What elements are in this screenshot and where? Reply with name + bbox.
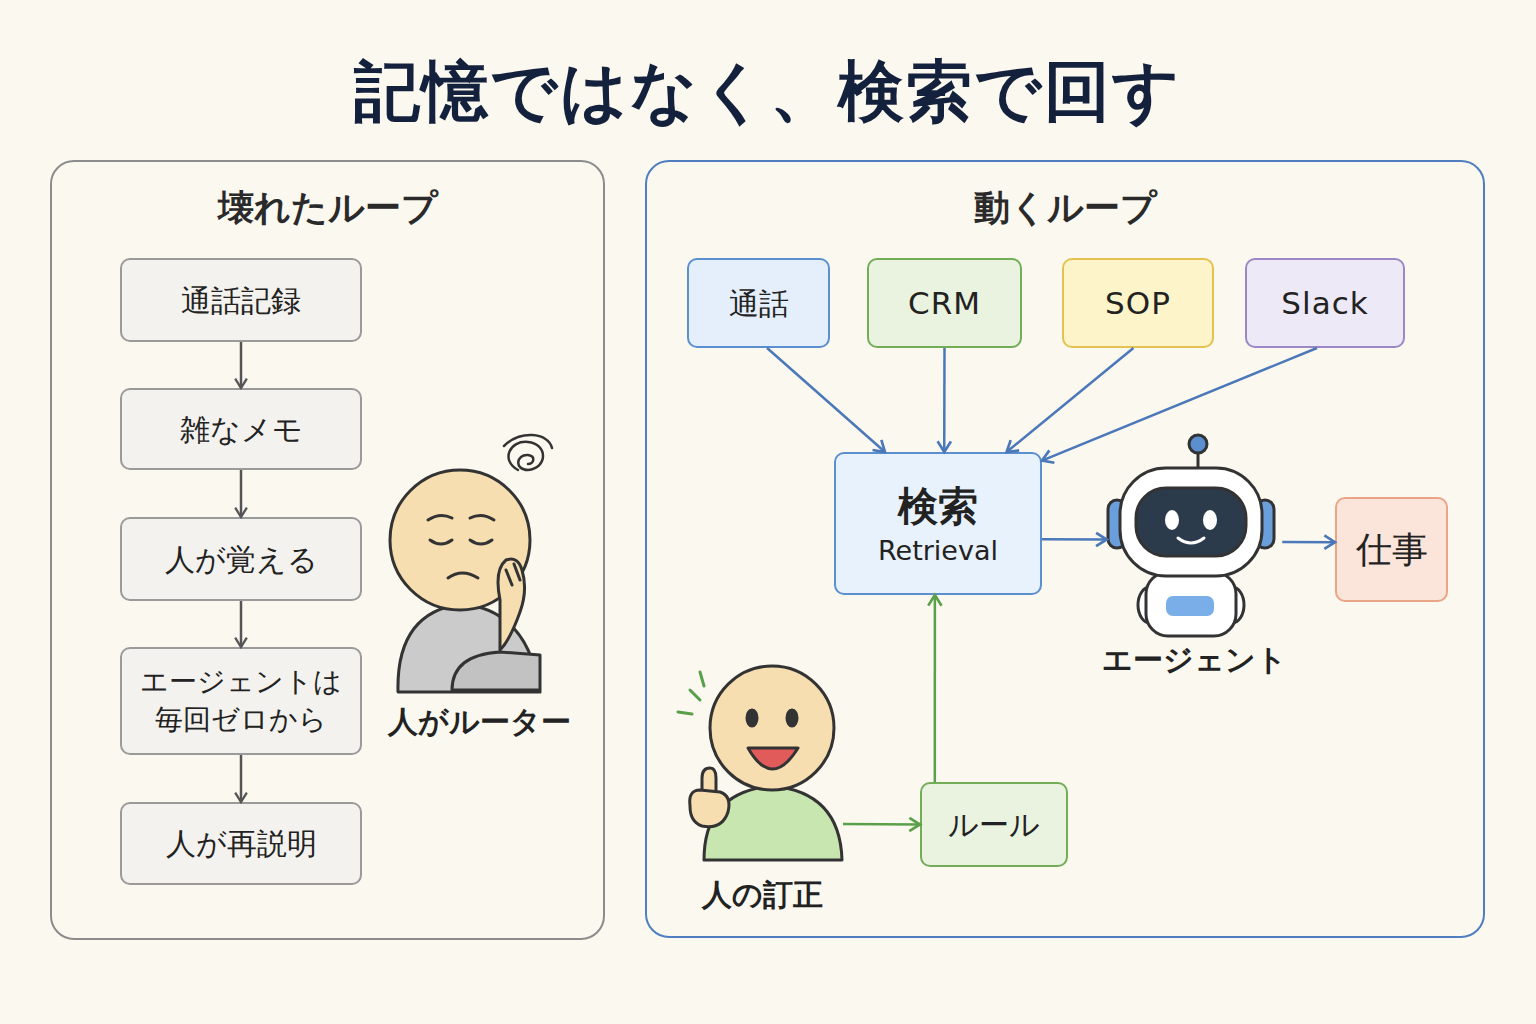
illustration-part xyxy=(690,790,729,827)
flow-arrow xyxy=(1042,538,1107,541)
flow-arrow xyxy=(240,601,243,647)
illustration-part xyxy=(1256,500,1274,548)
flow-arrow xyxy=(767,348,885,452)
illustration-part xyxy=(1166,596,1214,616)
output-box: 仕事 xyxy=(1335,497,1448,602)
illustration-part xyxy=(398,604,540,692)
process-box: 雑なメモ xyxy=(120,388,362,470)
flow-arrow xyxy=(1282,541,1335,544)
illustration-part xyxy=(470,540,492,544)
box-label: 通話 xyxy=(729,283,789,324)
source-box: 通話 xyxy=(687,258,830,348)
illustration-part xyxy=(702,768,716,820)
rule-box: ルール xyxy=(920,782,1068,867)
figure-caption: エージェント xyxy=(1097,640,1292,680)
illustration-part xyxy=(1120,468,1262,576)
person-figure: 人がルーター xyxy=(387,427,572,747)
illustration-part xyxy=(1220,587,1244,623)
figure-caption: 人の訂正 xyxy=(672,875,852,915)
box-label: 検索 xyxy=(898,479,978,533)
box-label: 通話記録 xyxy=(181,280,301,321)
source-box: SOP xyxy=(1062,258,1214,348)
illustration-part xyxy=(509,442,543,470)
loop-panel: 動くループ通話 CRM SOP Slack 検索Retrieval エージェント 仕事人の訂… xyxy=(645,160,1485,938)
box-label: 仕事 xyxy=(1356,525,1428,574)
illustration-part xyxy=(678,672,704,714)
title-area: 記憶ではなく、検索で回す xyxy=(0,44,1536,140)
illustration-part xyxy=(452,652,540,690)
illustration-part xyxy=(1178,538,1204,543)
illustration-part xyxy=(504,435,552,448)
panel-heading: 壊れたループ xyxy=(52,184,603,232)
source-box: CRM xyxy=(867,258,1022,348)
illustration-part xyxy=(748,748,798,769)
illustration-part xyxy=(498,559,525,650)
illustration-part xyxy=(1146,572,1236,636)
agent-figure: エージェント xyxy=(1097,432,1292,682)
flow-arrow xyxy=(240,470,243,517)
box-label: 人が再説明 xyxy=(166,823,317,864)
flow-arrow xyxy=(843,823,920,826)
retrieval-box: 検索Retrieval xyxy=(834,452,1042,595)
flow-arrow xyxy=(1007,348,1134,452)
illustration-part xyxy=(704,786,842,860)
confused-person xyxy=(390,435,552,692)
panel-heading: 動くループ xyxy=(647,184,1483,232)
flow-arrow xyxy=(1042,348,1317,461)
process-box: 人が再説明 xyxy=(120,802,362,885)
illustration-part xyxy=(390,470,530,610)
illustration-part xyxy=(787,710,797,726)
illustration-part xyxy=(448,573,478,578)
illustration-part xyxy=(1138,587,1162,623)
source-box: Slack xyxy=(1245,258,1405,348)
illustration-part xyxy=(1165,510,1179,530)
illustration-part xyxy=(1197,450,1200,470)
illustration-part xyxy=(710,666,834,790)
flow-arrow xyxy=(240,342,243,388)
box-label: ルール xyxy=(948,804,1040,845)
happy-person xyxy=(678,666,842,860)
person-figure: 人の訂正 xyxy=(672,662,852,917)
box-label: SOP xyxy=(1105,282,1171,324)
flow-arrow xyxy=(240,755,243,802)
robot-agent xyxy=(1108,435,1274,636)
process-box: 人が覚える xyxy=(120,517,362,601)
illustration-part xyxy=(506,564,520,585)
illustration-part xyxy=(470,515,494,520)
box-label: Slack xyxy=(1281,282,1368,324)
illustration-part xyxy=(430,540,452,544)
box-label: 雑なメモ xyxy=(180,409,303,450)
box-label: 人が覚える xyxy=(165,539,318,580)
box-sublabel: Retrieval xyxy=(878,533,998,569)
process-box: エージェントは 毎回ゼロから xyxy=(120,647,362,755)
illustration-part xyxy=(1189,435,1207,453)
illustration-part xyxy=(1136,488,1246,556)
illustration-part xyxy=(1203,510,1217,530)
flow-arrow xyxy=(943,348,946,452)
loop-panel: 壊れたループ通話記録雑なメモ人が覚えるエージェントは 毎回ゼロから人が再説明 人が… xyxy=(50,160,605,940)
flow-arrow xyxy=(934,595,937,782)
illustration-part xyxy=(747,710,757,726)
illustration-part xyxy=(428,515,452,520)
illustration-part xyxy=(1108,500,1126,548)
box-label: エージェントは 毎回ゼロから xyxy=(139,663,344,739)
figure-caption: 人がルーター xyxy=(387,702,572,742)
box-label: CRM xyxy=(908,282,981,324)
diagram-title: 記憶ではなく、検索で回す xyxy=(0,44,1536,140)
process-box: 通話記録 xyxy=(120,258,362,342)
